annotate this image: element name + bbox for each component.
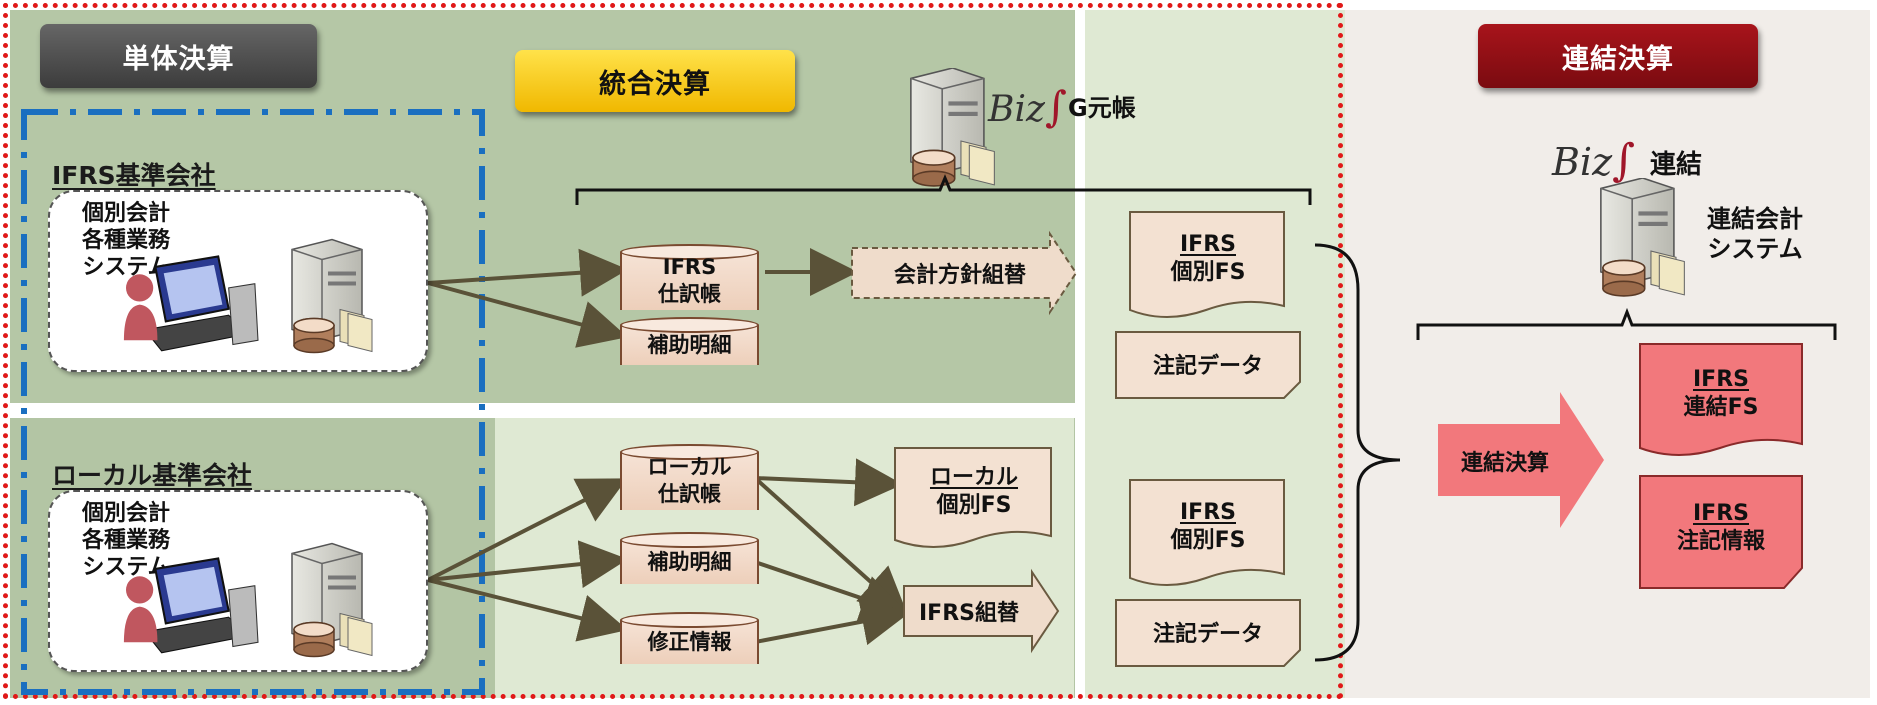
consolidation-system-label: 連結会計 システム [1707, 205, 1803, 263]
bottom-notes-label: 注記データ [1152, 622, 1263, 647]
ifrs-subsidiary-db: 補助明細 [620, 317, 759, 373]
policy-adjust-arrow [851, 230, 1078, 316]
ledger-label: G元帳 [1068, 93, 1136, 122]
top-notes-label: 注記データ [1152, 354, 1263, 379]
bottom-notes-doc [1115, 599, 1301, 667]
ifrs-system-text: 個別会計 各種業務 システム [81, 201, 170, 280]
top-fs-line1: IFRS [1180, 232, 1236, 257]
bottom-ifrs-fs-text: IFRS 個別FS [1128, 486, 1288, 568]
consolidated-notes-doc [1639, 475, 1803, 589]
top-ifrs-fs-text: IFRS 個別FS [1128, 218, 1288, 300]
ifrs-journal-db: IFRS 仕訳帳 [620, 244, 759, 318]
local-system-text: 個別会計 各種業務 システム [81, 501, 170, 580]
local-journal-db: ローカル 仕訳帳 [620, 444, 759, 518]
consolidated-fs-text: IFRS 連結FS [1638, 354, 1804, 434]
integrated-header: 統合決算 [515, 50, 795, 112]
local-fs-line1: ローカル [929, 465, 1018, 490]
consolidated-notes-line2: 注記情報 [1676, 529, 1765, 554]
ifrs-pc-icon [122, 255, 260, 352]
ledger-logo: Biz∫ [988, 82, 1067, 131]
single-header: 単体決算 [40, 24, 317, 88]
local-subsidiary-db: 補助明細 [620, 532, 759, 592]
ifrs-adjust-arrow [903, 568, 1060, 654]
consolidated-header: 連結決算 [1478, 24, 1758, 88]
bottom-fs-line2: 個別FS [1170, 528, 1246, 553]
top-ifrs-fs-doc [1129, 211, 1285, 318]
local-fs-doc [894, 447, 1052, 548]
integrated-scope-border [3, 3, 1343, 699]
consolidation-process-label: 連結決算 [1460, 451, 1549, 476]
top-fs-line2: 個別FS [1170, 260, 1246, 285]
local-correction-db: 修正情報 [620, 612, 759, 672]
consolidation-label: 連結 [1650, 149, 1703, 180]
policy-adjust-label: 会計方針組替 [893, 263, 1026, 288]
local-fs-line2: 個別FS [936, 493, 1012, 518]
ifrs-company-title: IFRS基準会社 [52, 161, 216, 190]
local-server-icon [291, 542, 373, 658]
consolidation-logo: Biz∫ [1552, 135, 1636, 186]
bottom-ifrs-fs-doc [1129, 479, 1285, 586]
bottom-fs-line1: IFRS [1180, 500, 1236, 525]
consolidated-fs-line1: IFRS [1693, 367, 1749, 392]
local-pc-icon [122, 557, 260, 654]
consolidated-notes-text: IFRS 注記情報 [1638, 488, 1804, 568]
ifrs-server-icon [291, 238, 373, 354]
ifrs-adjust-label: IFRS組替 [919, 601, 1019, 626]
local-company-title: ローカル基準会社 [52, 461, 253, 490]
consolidated-fs-doc [1639, 343, 1803, 456]
top-notes-doc [1115, 331, 1301, 399]
consolidated-notes-line1: IFRS [1693, 501, 1749, 526]
consolidation-process-arrow [1438, 392, 1604, 528]
local-fs-text: ローカル 個別FS [893, 452, 1055, 532]
consolidated-fs-line2: 連結FS [1683, 395, 1759, 420]
